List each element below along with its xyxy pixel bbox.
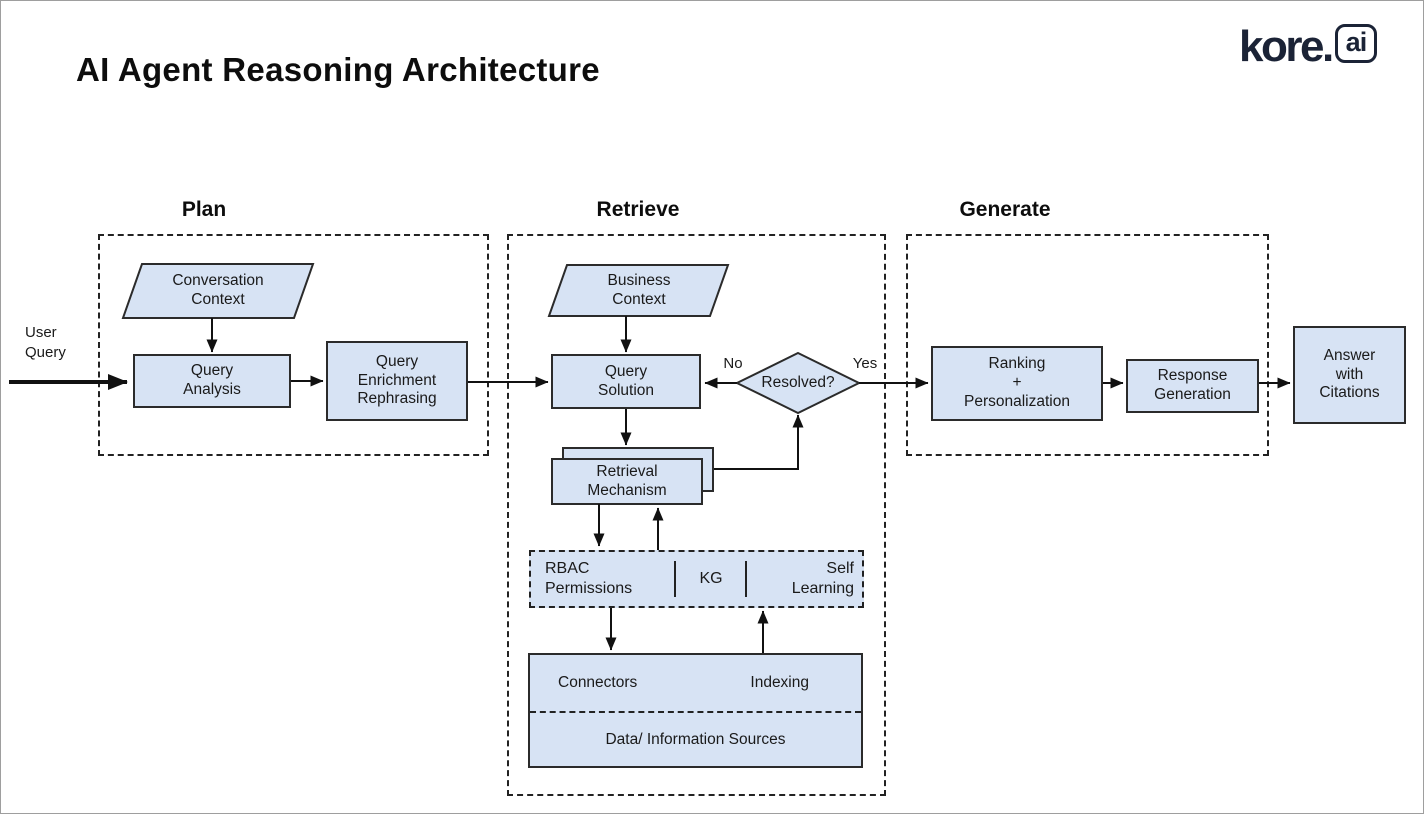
rbac-permissions-label: RBAC Permissions: [545, 560, 633, 597]
data-sources-node: Connectors Indexing Data/ Information So…: [528, 653, 863, 768]
conversation-context-label: Conversation Context: [172, 272, 264, 308]
conversation-context-shape: [121, 263, 315, 319]
no-branch-label: No: [723, 355, 743, 372]
logo-speech-bubble: ai: [1334, 23, 1378, 63]
retrieve-section-box: [507, 234, 886, 796]
page-title: AI Agent Reasoning Architecture: [76, 51, 600, 88]
resolved-decision-label: Resolved?: [761, 373, 835, 391]
arrow-retrieval-to-resolved: [714, 414, 804, 470]
retrieval-mechanism-label: Retrieval Mechanism: [587, 462, 667, 499]
indexing-label: Indexing: [750, 674, 809, 691]
business-context-shape: [547, 264, 730, 317]
rbac-divider-1: [674, 561, 676, 597]
query-solution-node: Query Solution: [551, 354, 701, 409]
retrieval-mechanism-front-shape: [551, 458, 703, 505]
self-learning-label: Self Learning: [791, 560, 854, 597]
rbac-kg-selflearning-node: RBAC Permissions KG Self Learning: [529, 550, 864, 608]
yes-branch-label: Yes: [852, 355, 878, 372]
plan-section-box: [98, 234, 489, 456]
sources-top-row: Connectors Indexing: [530, 655, 861, 713]
resolved-diamond-shape: [734, 351, 862, 415]
business-context-label: Business Context: [607, 271, 671, 308]
kg-label: KG: [699, 570, 723, 587]
generate-section-label: Generate: [959, 198, 1051, 221]
kore-ai-logo: kore. ai: [1239, 22, 1378, 71]
logo-wordmark: kore.: [1239, 22, 1334, 71]
generate-section-box: [906, 234, 1269, 456]
query-enrichment-node: Query Enrichment Rephrasing: [326, 341, 468, 421]
response-generation-node: Response Generation: [1126, 359, 1259, 413]
query-analysis-node: Query Analysis: [133, 354, 291, 408]
connectors-label: Connectors: [558, 674, 638, 691]
retrieve-section-label: Retrieve: [596, 198, 680, 221]
plan-section-label: Plan: [181, 198, 227, 221]
answer-with-citations-node: Answer with Citations: [1293, 326, 1406, 424]
ranking-personalization-node: Ranking + Personalization: [931, 346, 1103, 421]
data-information-sources-label: Data/ Information Sources: [605, 730, 786, 748]
sources-bottom-row: Data/ Information Sources: [530, 713, 861, 766]
rbac-divider-2: [745, 561, 747, 597]
user-query-label: User Query: [25, 324, 66, 361]
